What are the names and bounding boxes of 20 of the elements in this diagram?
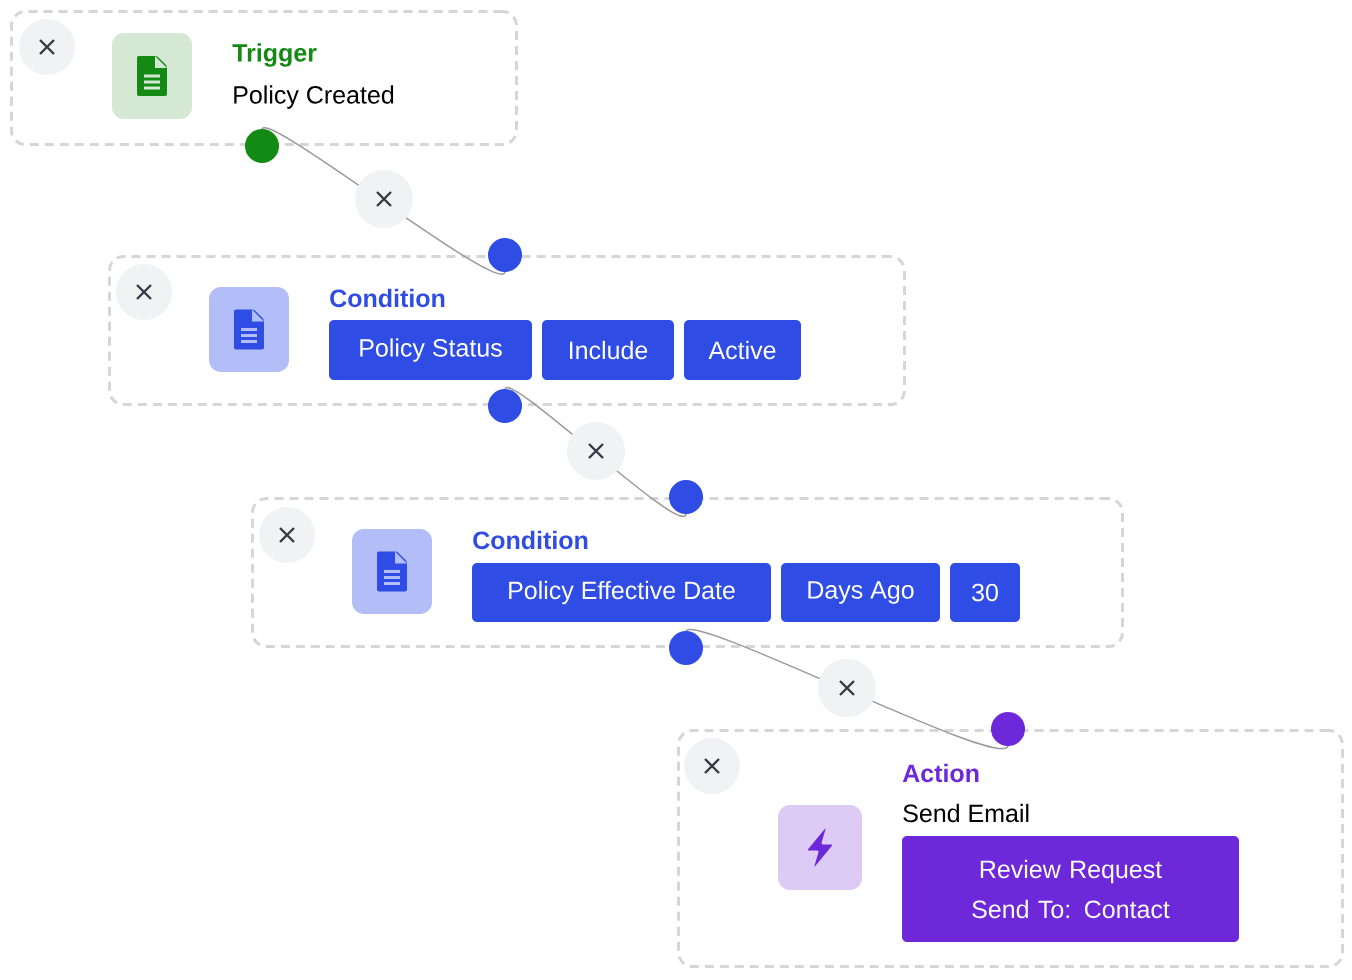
- step-title: Trigger: [232, 43, 317, 67]
- step-title: Condition: [330, 288, 445, 308]
- filter-chip: 30: [950, 563, 1020, 622]
- connector: [669, 628, 1025, 750]
- connector: [245, 127, 522, 275]
- step-card: [677, 729, 1344, 968]
- step-title: Condition: [473, 530, 588, 550]
- filter-chip: Days Ago: [781, 563, 940, 622]
- step-card: [10, 10, 518, 146]
- step-subtitle: Send Email: [903, 803, 1029, 823]
- filter-chip: Policy Effective Date: [472, 563, 771, 622]
- step-card: [108, 255, 906, 406]
- filter-chip: Review Request Send To: Contact: [902, 836, 1239, 942]
- filter-chip: Policy Status: [329, 320, 532, 380]
- step-card: [251, 497, 1124, 648]
- filter-chip: Include: [542, 320, 674, 380]
- filter-chip: Active: [684, 320, 801, 380]
- connector: [488, 387, 703, 518]
- step-title: Action: [902, 763, 979, 783]
- step-subtitle: Policy Created: [234, 85, 394, 109]
